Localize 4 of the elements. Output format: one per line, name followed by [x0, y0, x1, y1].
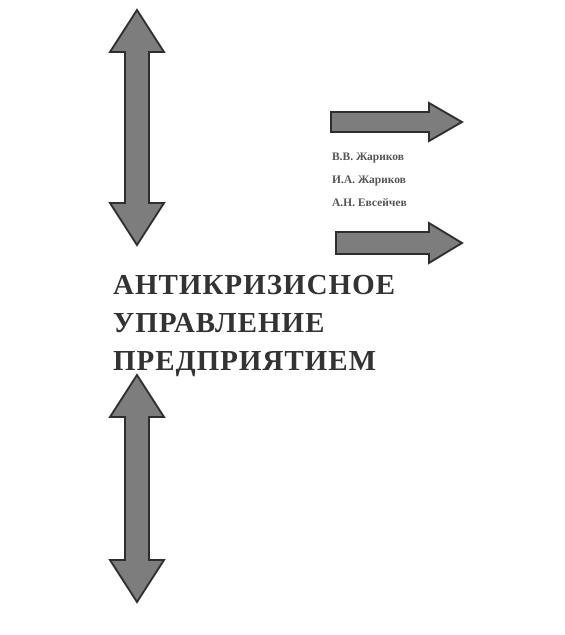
author-name: В.В. Жариков: [332, 151, 404, 163]
book-title: АНТИКРИЗИСНОЕ УПРАВЛЕНИЕ ПРЕДПРИЯТИЕМ: [113, 268, 397, 379]
author-name: И.А. Жариков: [332, 174, 406, 186]
author-name: А.Н. Евсейчев: [332, 197, 407, 209]
